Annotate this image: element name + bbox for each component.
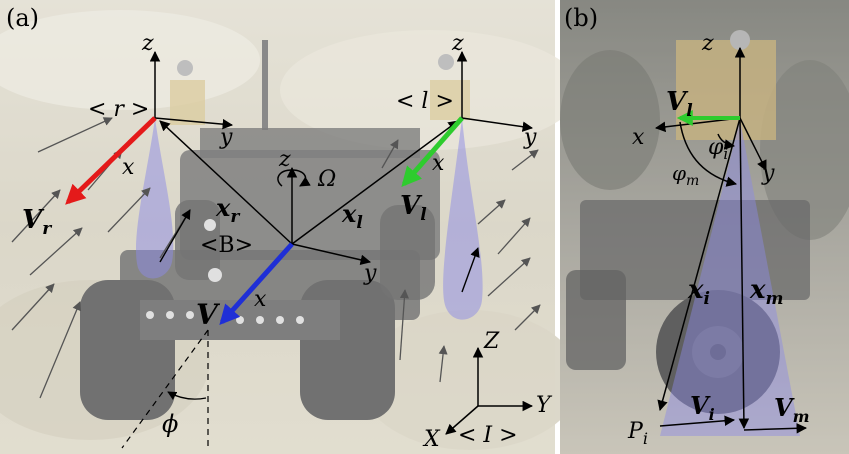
sensor-beam-b bbox=[660, 120, 800, 436]
beam-arrow bbox=[159, 209, 191, 263]
point-pi-label: Pi bbox=[627, 419, 648, 448]
position-vector-xm bbox=[738, 117, 750, 430]
frame-m-z-label: z bbox=[701, 31, 714, 56]
beam-arrows-a bbox=[159, 209, 480, 293]
flow-arrow bbox=[487, 257, 531, 297]
frame-B-z-label: z bbox=[278, 147, 291, 172]
vl-b-label: Vl bbox=[666, 87, 693, 121]
vr-label: Vr bbox=[22, 205, 52, 239]
frame-I-X-label: X bbox=[422, 427, 441, 452]
panel-a-label: (a) bbox=[6, 4, 39, 32]
frame-r-y-axis bbox=[154, 117, 234, 130]
frame-r-axes bbox=[149, 50, 234, 130]
xl-label: xl bbox=[341, 199, 363, 233]
frame-I-Z-label: Z bbox=[483, 329, 500, 354]
phi-i-arc bbox=[717, 133, 736, 150]
frame-l-x-label: x bbox=[432, 151, 445, 176]
position-vector-xi bbox=[657, 117, 741, 412]
frame-r-y-label: y bbox=[219, 125, 233, 150]
frame-I-X-axis bbox=[445, 405, 479, 435]
flow-arrow bbox=[11, 189, 61, 243]
frame-I-axes bbox=[445, 346, 534, 435]
position-vector-xl bbox=[291, 120, 459, 245]
v-label: V bbox=[196, 298, 221, 331]
flow-arrow bbox=[11, 283, 55, 331]
flow-arrow bbox=[29, 227, 83, 276]
frame-l-label: < l > bbox=[396, 89, 454, 114]
frame-m-axes bbox=[654, 46, 808, 434]
frame-l-y-axis bbox=[461, 117, 534, 132]
vi-label: Vi bbox=[690, 391, 715, 424]
velocity-vector-v bbox=[219, 242, 294, 325]
frame-I-label: < I > bbox=[458, 423, 518, 448]
vl-label: Vl bbox=[400, 191, 427, 225]
frame-l-axes bbox=[456, 50, 534, 132]
phi-m-arc bbox=[679, 121, 738, 187]
flow-field-arrows-a bbox=[11, 117, 541, 399]
flow-arrow bbox=[381, 139, 399, 169]
phi-m-label: φm bbox=[672, 161, 699, 189]
xm-label: xm bbox=[749, 275, 784, 309]
phi-angle-arc bbox=[167, 391, 207, 400]
flow-arrow bbox=[37, 117, 113, 153]
frame-m-y-axis bbox=[739, 117, 767, 171]
flow-arrow bbox=[438, 345, 448, 383]
position-vector-xr bbox=[159, 120, 293, 245]
flow-arrow bbox=[39, 301, 82, 399]
position-vectors-a bbox=[159, 120, 459, 245]
flow-arrow bbox=[107, 187, 151, 233]
omega-label: Ω bbox=[317, 167, 336, 192]
vm-label: Vm bbox=[774, 393, 810, 426]
frame-B-label: <B> bbox=[200, 233, 253, 258]
velocity-vector-vi bbox=[659, 415, 736, 427]
sensor-beams-a bbox=[135, 118, 483, 320]
frame-m-x-label: x bbox=[632, 125, 645, 150]
phi-i-label: φi bbox=[708, 135, 728, 163]
frame-B-axes bbox=[277, 166, 372, 265]
frame-r-x-label: x bbox=[122, 155, 135, 180]
phi-label: ϕ bbox=[162, 410, 178, 438]
frame-r-label: < r > bbox=[88, 97, 149, 122]
flow-arrow bbox=[399, 289, 409, 361]
heading-angle-lines bbox=[121, 329, 209, 449]
rotation-omega-arc bbox=[277, 169, 311, 187]
panel-b-label: (b) bbox=[564, 4, 598, 32]
xr-label: xr bbox=[215, 193, 240, 227]
flow-arrow bbox=[477, 199, 506, 225]
flow-arrow bbox=[511, 149, 539, 171]
frame-I-Y-label: Y bbox=[536, 393, 553, 418]
panel-b-photo bbox=[560, 0, 849, 454]
velocity-vector-vl bbox=[401, 116, 464, 188]
heading-dashed-line bbox=[121, 329, 209, 449]
frame-m-y-label: y bbox=[761, 161, 775, 186]
frame-B-y-label: y bbox=[363, 261, 377, 286]
frame-B-x-label: x bbox=[254, 287, 267, 312]
frame-r-z-label: z bbox=[141, 31, 154, 56]
flow-arrow bbox=[497, 217, 531, 255]
frame-l-y-label: y bbox=[523, 125, 537, 150]
frame-l-z-label: z bbox=[451, 31, 464, 56]
flow-arrow bbox=[514, 304, 541, 331]
robot-car-a bbox=[80, 40, 470, 420]
velocity-vector-vr bbox=[65, 116, 157, 205]
velocity-vector-vm bbox=[743, 423, 808, 434]
frame-B-y-axis bbox=[291, 243, 372, 265]
xi-label: xi bbox=[687, 275, 710, 309]
beam-arrow bbox=[461, 247, 480, 293]
